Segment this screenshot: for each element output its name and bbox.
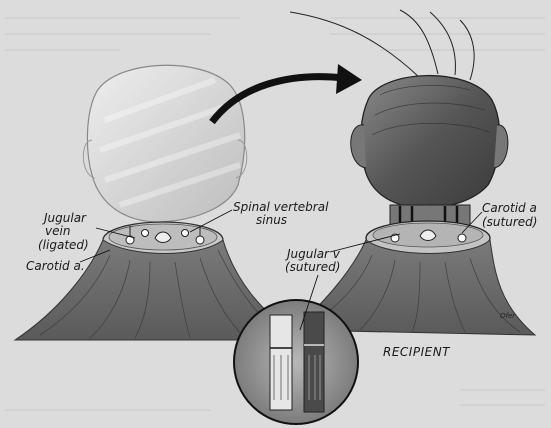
label-recipient: RECIPIENT [383,346,450,359]
sutured-vessel-inset [234,300,358,424]
recipient-head [351,76,508,208]
donor-head [83,65,246,222]
recipient-neck-connection [366,205,490,255]
label-jugular-vein-ligated: (ligated) [38,239,89,252]
label-jugular-right-sutured: (sutured) [285,261,340,274]
label-sinus: sinus [256,214,287,227]
label-jugular-vein-2: vein [45,225,70,238]
label-carotid-left: Carotid a. [26,260,85,273]
label-carotid-right: Carotid a [482,202,537,215]
label-carotid-right-sutured: (sutured) [482,216,537,229]
svg-text:Ofer: Ofer [500,312,516,320]
monitoring-wires [290,10,474,80]
